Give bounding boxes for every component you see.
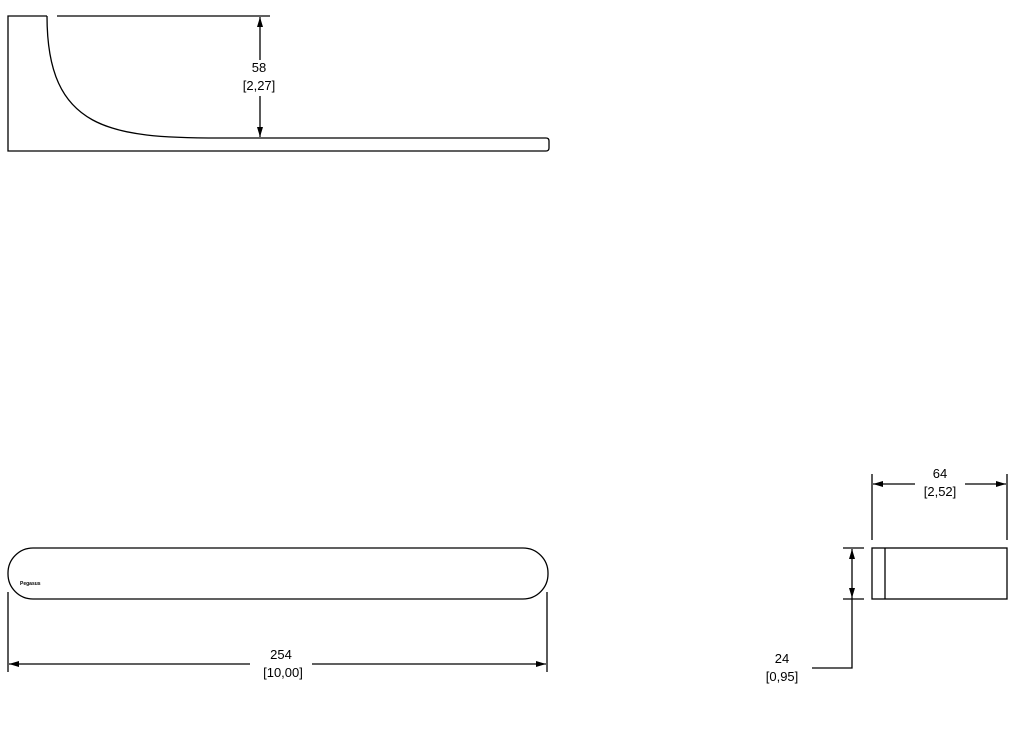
side-view: 64 [2,52] 24 [0,95] — [766, 466, 1008, 684]
height-dimension-mm: 58 — [252, 60, 266, 75]
front-view-outline — [7, 547, 549, 600]
height-dimension-in: [2,27] — [243, 78, 276, 93]
width-dimension-mm: 64 — [933, 466, 947, 481]
length-dimension-mm: 254 — [270, 647, 292, 662]
top-view-outline — [7, 15, 550, 152]
side-view-outline — [871, 547, 1008, 600]
thickness-dimension-in: [0,95] — [766, 669, 799, 684]
length-dimension-in: [10,00] — [263, 665, 303, 680]
width-dimension-in: [2,52] — [924, 484, 957, 499]
front-view: Pegasus 254 [10,00] — [7, 547, 549, 680]
top-view: 58 [2,27] — [7, 15, 550, 152]
brand-logo: Pegasus — [20, 581, 41, 587]
leader-line — [812, 598, 853, 669]
thickness-dimension-mm: 24 — [775, 651, 789, 666]
